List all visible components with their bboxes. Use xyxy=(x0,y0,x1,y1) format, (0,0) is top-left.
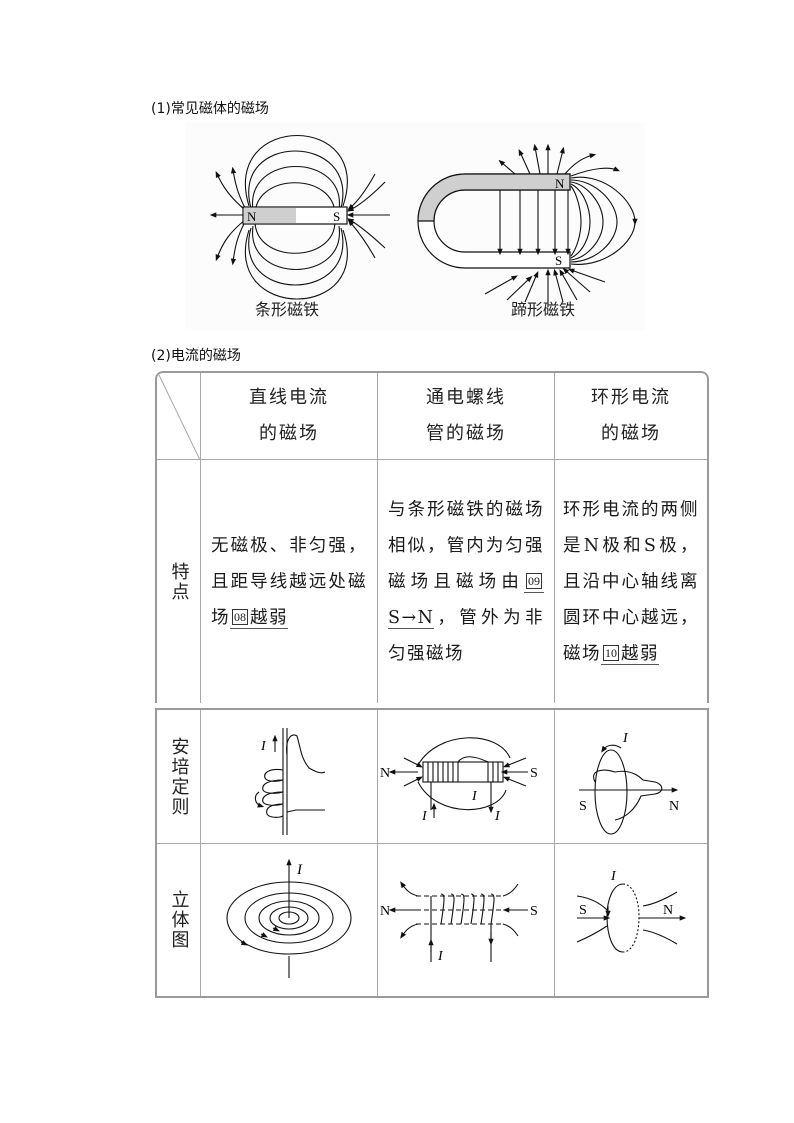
south-label: S xyxy=(579,903,587,918)
north-label: N xyxy=(380,904,390,919)
straight-wire-3d-figure: I xyxy=(226,858,352,978)
cell-text: 无磁极、非匀强，且距导线越远处磁场 xyxy=(211,535,367,628)
horseshoe-north-label: N xyxy=(555,176,565,191)
row-label-ampere-rule: 安培定则 xyxy=(157,710,200,843)
answer-text: S→N xyxy=(388,607,435,628)
header-straight-current: 直线电流的磁场 xyxy=(201,373,377,459)
section1-title: (1)常见磁体的磁场 xyxy=(151,101,269,117)
current-label: I xyxy=(494,809,501,824)
header-diagonal-line xyxy=(158,374,201,461)
north-label: N xyxy=(669,799,679,814)
answer-text: 越弱 xyxy=(250,607,288,628)
north-label: N xyxy=(663,903,673,918)
header-line: 直线电流 xyxy=(249,387,329,408)
header-line: 环形电流 xyxy=(591,387,671,408)
row-label-text: 特点 xyxy=(168,561,190,602)
bar-magnet-caption: 条形磁铁 xyxy=(255,300,320,319)
blank-number-box: 10 xyxy=(603,644,619,661)
south-label: S xyxy=(530,766,538,781)
blank-number-box: 08 xyxy=(232,608,248,625)
current-label: I xyxy=(296,862,303,878)
cell-text: 环形电流的两侧是N极和S极，且沿中心轴线离圆环中心越远，磁场 xyxy=(563,499,699,664)
current-label: I xyxy=(471,789,478,804)
north-label: N xyxy=(380,766,390,781)
header-line: 管的磁场 xyxy=(426,423,506,444)
ring-current-3d-figure: I S N xyxy=(576,869,687,953)
row-label-text: 安培定则 xyxy=(168,736,190,817)
row-label-text: 立体图 xyxy=(168,890,190,950)
answer-text: 越弱 xyxy=(621,643,659,664)
bar-south-label: S xyxy=(333,209,340,224)
header-ring-current: 环形电流的磁场 xyxy=(555,373,707,459)
cell-text: ，管外为非匀强磁场 xyxy=(388,607,544,664)
current-label: I xyxy=(610,869,617,884)
current-label: I xyxy=(622,731,629,746)
straight-wire-right-hand-figure: I xyxy=(254,728,326,835)
south-label: S xyxy=(579,799,587,814)
current-label: I xyxy=(260,739,267,754)
magnet-field-diagram: N S N S xyxy=(209,135,638,307)
row-label-3d-view: 立体图 xyxy=(157,844,200,996)
horseshoe-south-label: S xyxy=(555,253,562,268)
current-field-table-bottom: 安培定则 立体图 I xyxy=(155,708,709,998)
cell-text: 与条形磁铁的磁场相似，管内为匀强磁场且磁场由 xyxy=(388,499,544,592)
current-label: I xyxy=(437,949,444,964)
header-solenoid: 通电螺线管的磁场 xyxy=(378,373,554,459)
ring-current-right-hand-figure: I S N xyxy=(579,731,679,835)
header-line: 通电螺线 xyxy=(426,387,506,408)
south-label: S xyxy=(530,904,538,919)
header-line: 的磁场 xyxy=(601,423,661,444)
current-field-table-top: 直线电流的磁场 通电螺线管的磁场 环形电流的磁场 特点 无磁极、非匀强，且距导线… xyxy=(155,371,709,703)
row-label-characteristics: 特点 xyxy=(157,460,200,703)
header-line: 的磁场 xyxy=(259,423,319,444)
solenoid-3d-figure: N S I xyxy=(380,881,538,964)
horseshoe-magnet-caption: 蹄形磁铁 xyxy=(511,300,576,319)
solenoid-right-hand-figure: N S I I I xyxy=(380,737,538,824)
section2-title: (2)电流的磁场 xyxy=(151,348,241,364)
current-label: I xyxy=(421,809,428,824)
blank-number-box: 09 xyxy=(526,572,542,589)
common-magnets-figure: N S N S xyxy=(185,122,645,330)
bar-north-label: N xyxy=(247,209,257,224)
